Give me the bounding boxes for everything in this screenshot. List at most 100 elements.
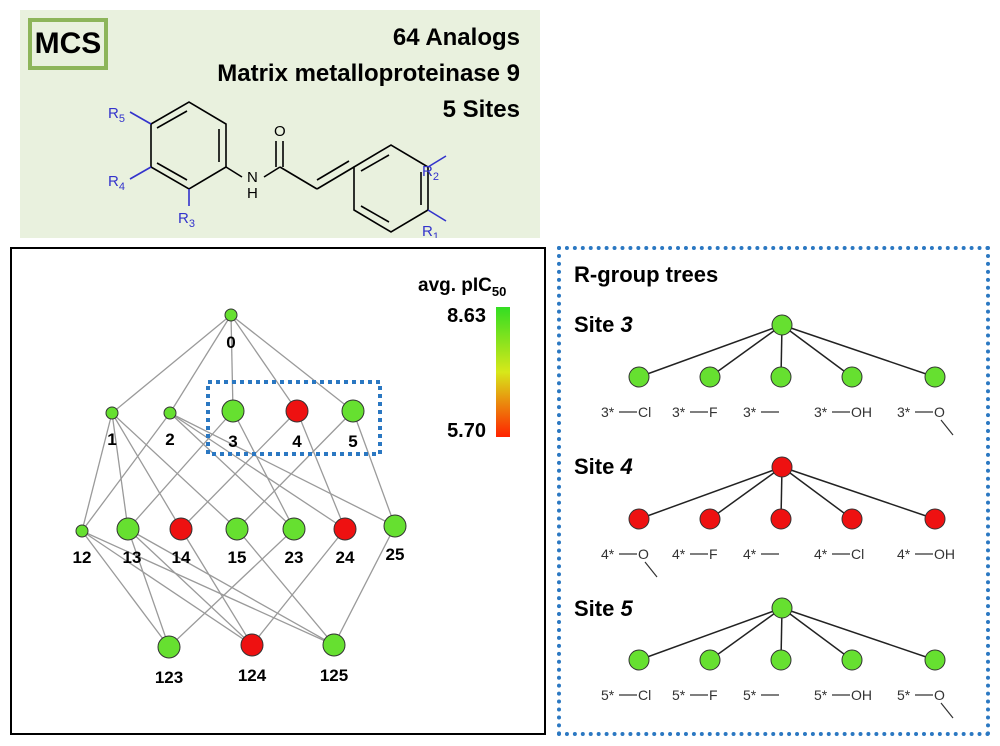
fragment-prefix: 5* xyxy=(897,687,911,703)
site-count: 5 Sites xyxy=(442,96,520,123)
lattice-node-label-25: 25 xyxy=(386,545,405,564)
lattice-edge-13-124 xyxy=(127,528,253,646)
lattice-node-label-14: 14 xyxy=(172,548,191,567)
colorbar-title: avg. pIC50 xyxy=(418,275,506,299)
lattice-edge-3-23 xyxy=(232,410,295,530)
vinyl-bond-a xyxy=(279,166,318,190)
tree-leaf xyxy=(924,649,946,671)
lattice-edge-25-125 xyxy=(333,525,396,646)
tree-leaf xyxy=(628,649,650,671)
lattice-edge-0-4 xyxy=(230,314,298,412)
site-title-5: Site 5 xyxy=(574,596,633,621)
r4-label: R4 xyxy=(108,173,125,193)
tree-edge xyxy=(781,607,936,661)
lattice-edge-14-124 xyxy=(180,528,253,646)
lattice-node-13 xyxy=(116,517,140,541)
mcs-panel: MCS 64 Analogs Matrix metalloproteinase … xyxy=(20,10,540,238)
r5-label: R5 xyxy=(108,105,125,125)
fragment-methyl-bond xyxy=(940,702,954,719)
lattice-node-label-0: 0 xyxy=(226,333,235,352)
lattice-node-25 xyxy=(383,514,407,538)
tree-edge xyxy=(781,324,853,378)
fragment-prefix: 3* xyxy=(743,404,757,420)
fragment-methyl-bond xyxy=(644,561,658,578)
lattice-node-label-125: 125 xyxy=(320,666,348,685)
tree-leaf xyxy=(924,508,946,530)
lattice-node-label-13: 13 xyxy=(123,548,142,567)
tree-root-3 xyxy=(771,314,793,336)
fragment-substituent: Cl xyxy=(638,687,651,703)
fragment-substituent: F xyxy=(709,687,718,703)
fragment-substituent: O xyxy=(934,687,945,703)
colorbar-max-label: 8.63 xyxy=(447,305,486,327)
fragment-prefix: 4* xyxy=(743,546,757,562)
fragment-prefix: 4* xyxy=(601,546,615,562)
lattice-edge-0-1 xyxy=(111,314,232,414)
tree-leaf xyxy=(628,508,650,530)
fragment-substituent: Cl xyxy=(851,546,864,562)
lattice-node-4 xyxy=(285,399,309,423)
lattice-edge-2-25 xyxy=(169,412,396,527)
lattice-node-label-24: 24 xyxy=(336,548,355,567)
tree-leaf xyxy=(841,366,863,388)
left-ring xyxy=(150,101,227,190)
atom-labels: O N H xyxy=(247,123,286,202)
lattice-edge-2-24 xyxy=(169,412,346,530)
lattice-edge-5-15 xyxy=(236,410,354,530)
left-ring-double-bond-c xyxy=(156,162,188,181)
tree-leaf xyxy=(841,649,863,671)
site-number: 3 xyxy=(620,312,632,337)
lattice-node-label-124: 124 xyxy=(238,666,267,685)
lattice-edge-0-2 xyxy=(169,314,232,414)
site-number: 5 xyxy=(620,596,633,621)
fragment-prefix: 4* xyxy=(672,546,686,562)
lattice-edge-0-3 xyxy=(230,314,234,412)
tree-edge xyxy=(638,466,783,520)
tree-edge xyxy=(781,607,853,661)
tree-root-4 xyxy=(771,456,793,478)
lattice-node-123 xyxy=(157,635,181,659)
lattice-node-2 xyxy=(163,406,177,420)
lattice-edge-2-12 xyxy=(81,412,171,532)
lattice-edge-24-124 xyxy=(251,528,346,646)
site-label: Site xyxy=(574,454,620,479)
fragment-prefix: 5* xyxy=(672,687,686,703)
tree-leaf xyxy=(841,508,863,530)
r1-label: R1 xyxy=(422,223,439,238)
vinyl-bond-b xyxy=(316,166,355,190)
right-ring-double-bond-c xyxy=(360,205,390,223)
r2-label: R2 xyxy=(422,163,439,183)
fragment-prefix: 5* xyxy=(743,687,757,703)
fragment-substituent: O xyxy=(638,546,649,562)
lattice-node-label-1: 1 xyxy=(107,430,116,449)
fragment-substituent: Cl xyxy=(638,404,651,420)
lattice-node-124 xyxy=(240,633,264,657)
fragment-prefix: 4* xyxy=(897,546,911,562)
lattice-node-label-15: 15 xyxy=(228,548,247,567)
lattice-node-125 xyxy=(322,633,346,657)
site-title-3: Site 3 xyxy=(574,312,633,337)
fragment-prefix: 4* xyxy=(814,546,828,562)
lattice-edge-1-14 xyxy=(111,412,182,530)
fragment-methyl-bond xyxy=(940,419,954,436)
tree-edge xyxy=(781,466,853,520)
lattice-edge-4-24 xyxy=(296,410,346,530)
fragment-substituent: F xyxy=(709,404,718,420)
r4-bond xyxy=(129,166,152,180)
lattice-node-0 xyxy=(224,308,238,322)
r3-label: R3 xyxy=(178,210,195,230)
tree-leaf xyxy=(770,649,792,671)
substituent-bonds xyxy=(129,111,447,222)
lattice-edge-1-13 xyxy=(111,412,129,530)
tree-edge xyxy=(709,466,783,520)
right-ring xyxy=(353,144,429,233)
lattice-node-label-4: 4 xyxy=(292,432,302,451)
r2-bond xyxy=(427,155,447,168)
lattice-node-label-3: 3 xyxy=(228,432,237,451)
lattice-node-label-23: 23 xyxy=(285,548,304,567)
